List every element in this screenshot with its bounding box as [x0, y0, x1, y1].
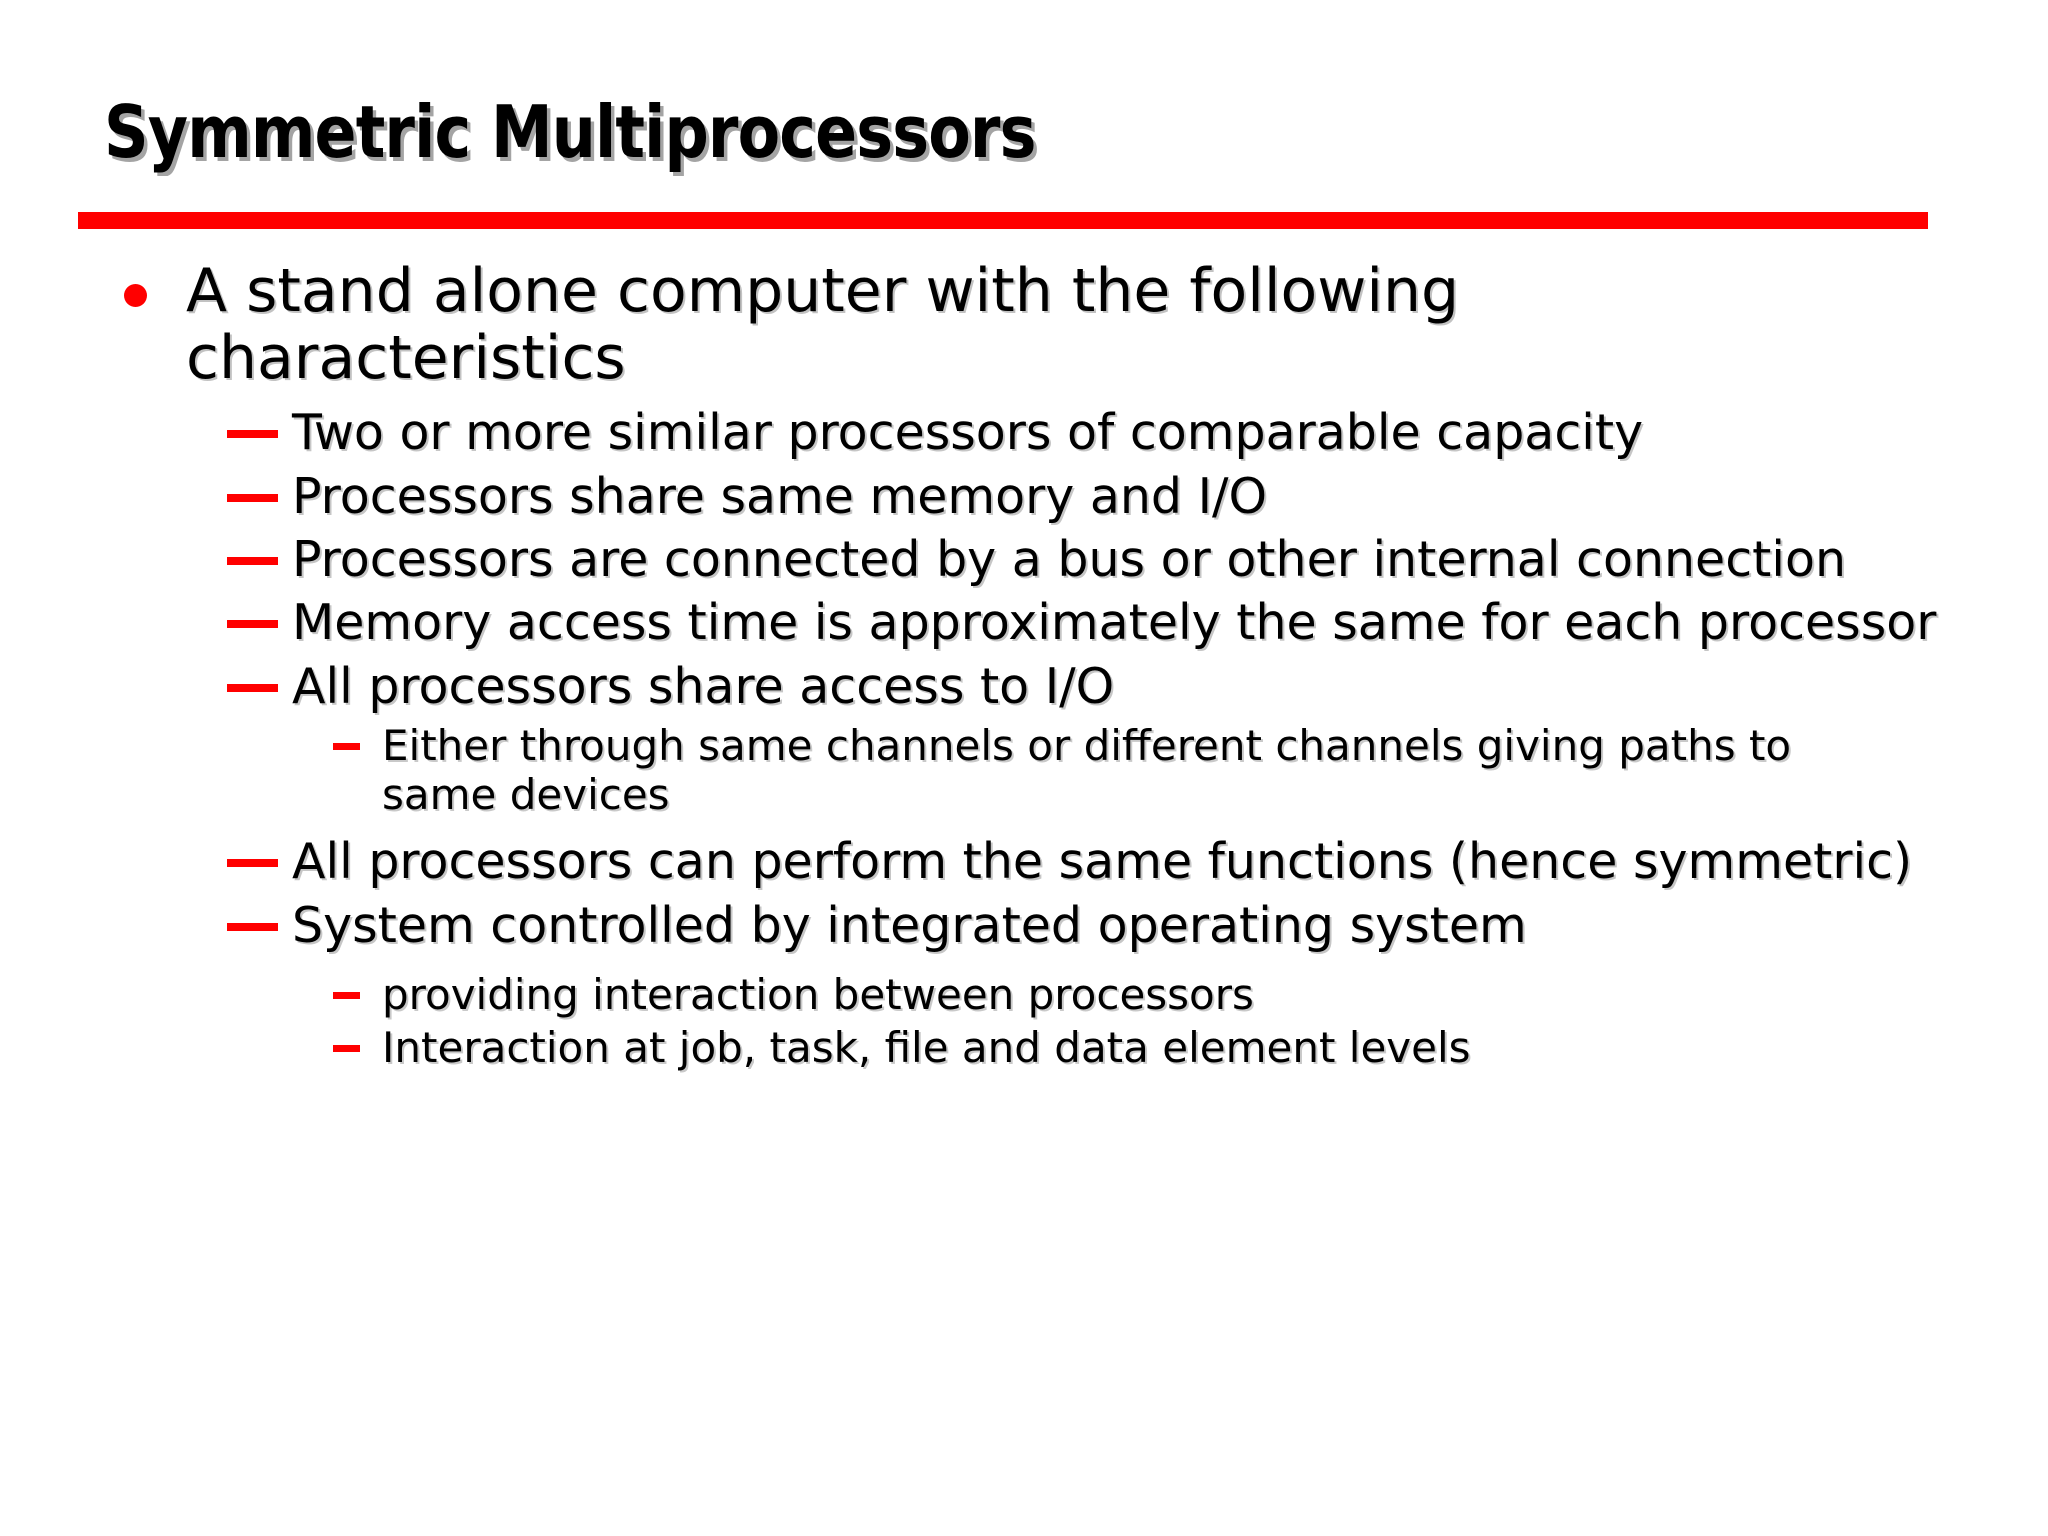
- bullet-item-level2: All processors share access to I/O: [0, 658, 2048, 715]
- round-bullet-icon: [124, 258, 186, 307]
- bullet-text: Memory access time is approximately the …: [292, 594, 1937, 652]
- em-dash-icon: [227, 833, 292, 868]
- bullet-item-level2: All processors can perform the same func…: [0, 833, 2048, 890]
- bullet-text: System controlled by integrated operatin…: [292, 896, 1527, 954]
- spacer: [0, 823, 2048, 833]
- bullet-item-level2: System controlled by integrated operatin…: [0, 897, 2048, 954]
- bullet-text: All processors share access to I/O: [292, 657, 1115, 715]
- en-dash-icon: [333, 721, 382, 751]
- em-dash-icon: [227, 531, 292, 566]
- bullet-text: All processors can perform the same func…: [292, 833, 1913, 891]
- bullet-item-level2: Processors are connected by a bus or oth…: [0, 531, 2048, 588]
- bullet-item-level2: Two or more similar processors of compar…: [0, 404, 2048, 461]
- bullet-item-level3: Either through same channels or differen…: [0, 721, 2048, 819]
- slide-body: A stand alone computer with the followin…: [0, 256, 2048, 1076]
- bullet-text: Processors are connected by a bus or oth…: [292, 531, 1847, 589]
- bullet-text: Interaction at job, task, file and data …: [382, 1023, 1471, 1073]
- en-dash-icon: [333, 1023, 382, 1053]
- page-title: Symmetric Multiprocessors: [104, 90, 1036, 174]
- em-dash-icon: [227, 658, 292, 692]
- spacer: [0, 960, 2048, 970]
- bullet-text: Processors share same memory and I/O: [292, 467, 1268, 525]
- em-dash-icon: [227, 404, 292, 439]
- bullet-text: Either through same channels or differen…: [382, 721, 1792, 820]
- bullet-text: providing interaction between processors: [382, 969, 1254, 1019]
- bullet-item-level2: Memory access time is approximately the …: [0, 594, 2048, 651]
- bullet-item-level2: Processors share same memory and I/O: [0, 468, 2048, 525]
- bullet-text: A stand alone computer with the followin…: [186, 256, 1460, 394]
- em-dash-icon: [227, 897, 292, 931]
- slide-title-block: Symmetric Multiprocessors: [104, 96, 1964, 168]
- bullet-item-level1: A stand alone computer with the followin…: [0, 256, 2048, 394]
- title-underline-rule: [78, 212, 1928, 229]
- em-dash-icon: [227, 468, 292, 502]
- bullet-item-level3: Interaction at job, task, file and data …: [0, 1023, 2048, 1072]
- bullet-item-level3: providing interaction between processors: [0, 970, 2048, 1019]
- bullet-text: Two or more similar processors of compar…: [292, 404, 1644, 462]
- en-dash-icon: [333, 970, 382, 999]
- em-dash-icon: [227, 594, 292, 629]
